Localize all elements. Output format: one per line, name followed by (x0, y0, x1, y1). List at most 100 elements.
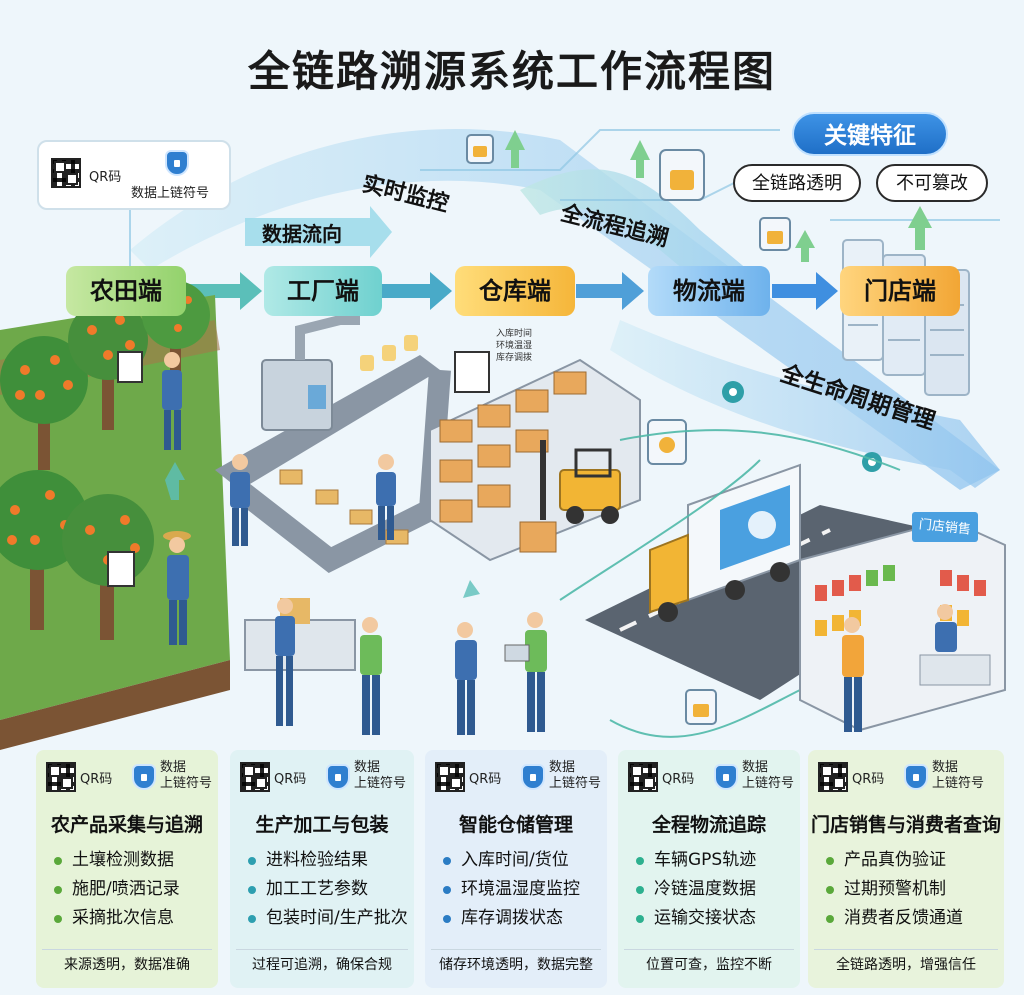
key-features-title: 关键特征 (792, 112, 948, 156)
qr-code-icon (435, 762, 465, 792)
feature-pill-transparent: 全链路透明 (733, 164, 861, 202)
stage-column: QR码数据上链符号全程物流追踪车辆GPS轨迹冷链温度数据运输交接状态位置可查，监… (618, 750, 800, 988)
list-item: 消费者反馈通道 (808, 904, 1004, 933)
column-chain-label-line2: 上链符号 (932, 776, 985, 791)
list-item: 包装时间/生产批次 (230, 904, 414, 933)
column-chain-label-line1: 数据 (354, 760, 381, 775)
column-item-list: 土壤检测数据施肥/喷洒记录采摘批次信息 (36, 846, 218, 933)
column-item-list: 进料检验结果加工工艺参数包装时间/生产批次 (230, 846, 414, 933)
list-item: 过期预警机制 (808, 875, 1004, 904)
legend-box: QR码 数据上链符号 (37, 140, 231, 210)
column-qr-label: QR码 (852, 772, 885, 787)
column-chain-label: 数据上链符号 (742, 760, 794, 792)
column-footer: 来源透明，数据准确 (42, 949, 212, 980)
warehouse-tag: 库存调拨 (496, 353, 533, 363)
stage-node-warehouse: 仓库端 (455, 266, 575, 316)
qr-code-icon (818, 762, 848, 792)
qr-code-icon (46, 762, 76, 792)
list-item: 冷链温度数据 (618, 875, 800, 904)
column-footer: 储存环境透明，数据完整 (431, 949, 601, 980)
column-item-list: 车辆GPS轨迹冷链温度数据运输交接状态 (618, 846, 800, 933)
column-title: 门店销售与消费者查询 (810, 814, 1001, 836)
stage-node-store: 门店端 (840, 266, 960, 316)
column-chain-label: 数据上链符号 (160, 760, 212, 792)
stage-column: QR码数据上链符号智能仓储管理入库时间/货位环境温湿度监控库存调拨状态储存环境透… (425, 750, 607, 988)
truck-icon (649, 463, 801, 622)
column-chain-label-line2: 上链符号 (354, 776, 407, 791)
list-item: 采摘批次信息 (36, 904, 218, 933)
list-item: 环境温湿度监控 (425, 875, 607, 904)
list-item: 入库时间/货位 (425, 846, 607, 875)
stage-column: QR码数据上链符号门店销售与消费者查询产品真伪验证过期预警机制消费者反馈通道全链… (808, 750, 1004, 988)
stage-node-farm: 农田端 (66, 266, 186, 316)
farmer-figure (163, 531, 191, 645)
warehouse-tag: 环境温湿 (496, 341, 533, 351)
stage-column: QR码数据上链符号生产加工与包装进料检验结果加工工艺参数包装时间/生产批次过程可… (230, 750, 414, 988)
field-qr-sign (107, 351, 143, 587)
blockchain-shield-icon (165, 150, 189, 176)
blockchain-shield-icon (714, 764, 738, 790)
column-chain-label-line1: 数据 (160, 760, 187, 775)
qr-code-icon (51, 158, 81, 188)
column-qr-label: QR码 (80, 772, 113, 787)
column-title: 全程物流追踪 (651, 814, 766, 836)
list-item: 产品真伪验证 (808, 846, 1004, 875)
column-chain-label-line2: 上链符号 (742, 776, 795, 791)
column-chain-label-line1: 数据 (742, 760, 769, 775)
blockchain-shield-icon (521, 764, 545, 790)
column-title: 智能仓储管理 (458, 814, 573, 836)
lock-icon (647, 419, 687, 465)
lock-icon (685, 689, 717, 725)
feature-pill-immutable: 不可篡改 (876, 164, 988, 202)
farmer-figure (162, 352, 182, 450)
list-item: 加工工艺参数 (230, 875, 414, 904)
lock-icon (659, 149, 705, 201)
column-item-list: 入库时间/货位环境温湿度监控库存调拨状态 (425, 846, 607, 933)
stage-node-logistics: 物流端 (648, 266, 770, 316)
list-item: 库存调拨状态 (425, 904, 607, 933)
column-chain-label-line1: 数据 (932, 760, 959, 775)
column-item-list: 产品真伪验证过期预警机制消费者反馈通道 (808, 846, 1004, 933)
blockchain-shield-icon (326, 764, 350, 790)
band-label-data-flow: 数据流向 (262, 222, 342, 246)
list-item: 进料检验结果 (230, 846, 414, 875)
legend-chain-label: 数据上链符号 (131, 186, 210, 201)
column-qr-label: QR码 (274, 772, 307, 787)
location-pin-icon (722, 381, 882, 472)
column-footer: 全链路透明，增强信任 (814, 949, 998, 980)
warehouse-tag: 入库时间 (496, 329, 533, 339)
warehouse-tag-list: 入库时间 环境温湿 库存调拨 (496, 328, 532, 364)
stage-column: QR码数据上链符号农产品采集与追溯土壤检测数据施肥/喷洒记录采摘批次信息来源透明… (36, 750, 218, 988)
column-chain-label: 数据上链符号 (354, 760, 406, 792)
column-chain-label-line2: 上链符号 (549, 776, 602, 791)
column-title: 农产品采集与追溯 (50, 814, 203, 836)
blockchain-shield-icon (132, 764, 156, 790)
orange-tree-icon (0, 336, 88, 470)
column-chain-label-line1: 数据 (549, 760, 576, 775)
legend-qr-label: QR码 (89, 170, 122, 185)
list-item: 施肥/喷洒记录 (36, 875, 218, 904)
column-footer: 位置可查，监控不断 (624, 949, 794, 980)
forklift-icon (519, 440, 621, 553)
column-qr-label: QR码 (662, 772, 695, 787)
page-title: 全链路溯源系统工作流程图 (247, 47, 776, 96)
list-item: 土壤检测数据 (36, 846, 218, 875)
column-chain-label: 数据上链符号 (932, 760, 984, 792)
qr-code-icon (628, 762, 658, 792)
blockchain-shield-icon (904, 764, 928, 790)
column-chain-label: 数据上链符号 (549, 760, 601, 792)
qr-code-icon (240, 762, 270, 792)
worker-figure (230, 454, 396, 735)
lock-icon (759, 217, 791, 251)
column-footer: 过程可追溯，确保合规 (236, 949, 408, 980)
list-item: 车辆GPS轨迹 (618, 846, 800, 875)
lock-icon (466, 134, 494, 164)
stage-node-factory: 工厂端 (264, 266, 382, 316)
list-item: 运输交接状态 (618, 904, 800, 933)
column-qr-label: QR码 (469, 772, 502, 787)
column-title: 生产加工与包装 (255, 814, 389, 836)
shopper-figure (842, 604, 957, 732)
column-chain-label-line2: 上链符号 (160, 776, 213, 791)
